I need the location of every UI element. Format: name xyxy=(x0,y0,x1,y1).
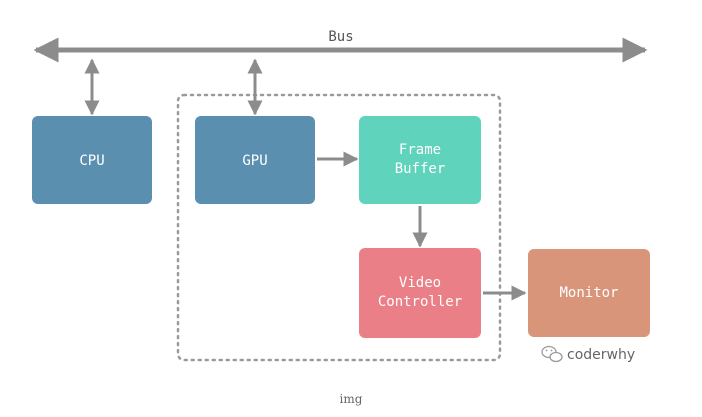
monitor-node: Monitor xyxy=(528,249,650,337)
video-controller-label-line1: Video xyxy=(399,275,441,291)
frame-buffer-label-line2: Buffer xyxy=(395,161,446,177)
cpu-box xyxy=(32,116,152,204)
gpu-label: GPU xyxy=(242,153,267,169)
architecture-diagram: Bus CPU GPU Frame Buffer Video xyxy=(32,29,650,363)
image-caption: img xyxy=(339,392,363,406)
bus-label: Bus xyxy=(328,29,353,45)
watermark-text: coderwhy xyxy=(567,347,635,363)
watermark: coderwhy xyxy=(541,345,635,363)
monitor-box xyxy=(528,249,650,337)
frame-buffer-node: Frame Buffer xyxy=(359,116,481,204)
cpu-label: CPU xyxy=(79,153,104,169)
frame-buffer-box xyxy=(359,116,481,204)
gpu-node: GPU xyxy=(195,116,315,204)
gpu-subsystem-group xyxy=(176,93,502,362)
frame-buffer-label-line1: Frame xyxy=(399,142,441,158)
video-controller-label-line2: Controller xyxy=(378,294,462,310)
video-controller-box xyxy=(359,248,481,338)
cpu-node: CPU xyxy=(32,116,152,204)
gpu-box xyxy=(195,116,315,204)
video-controller-node: Video Controller xyxy=(359,248,481,338)
monitor-label: Monitor xyxy=(559,285,618,301)
wechat-icon xyxy=(541,345,563,363)
